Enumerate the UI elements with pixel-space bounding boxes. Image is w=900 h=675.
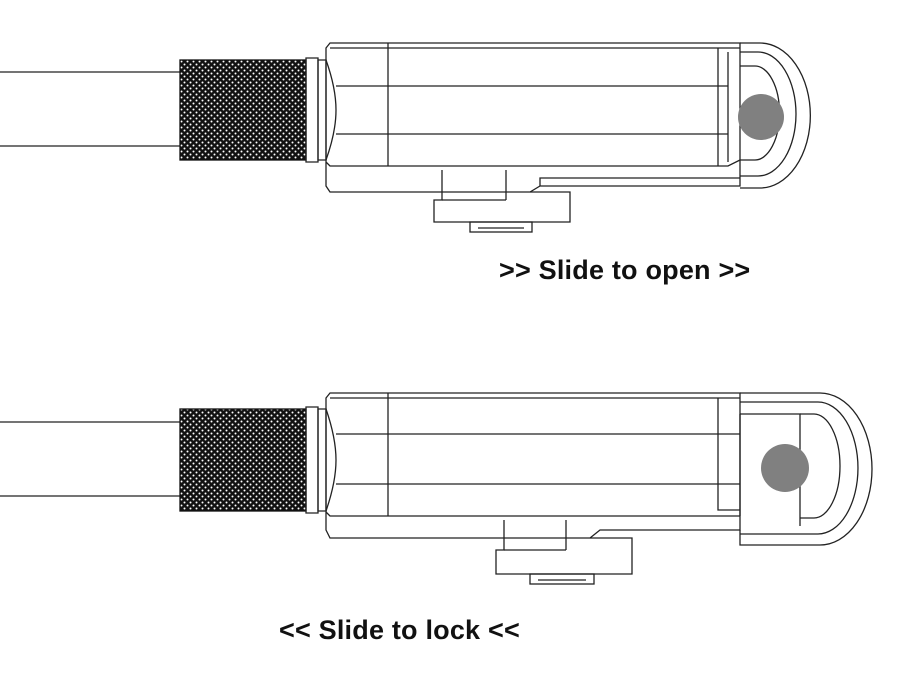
mount-foot	[495, 520, 633, 585]
slide-to-lock-caption: << Slide to lock <<	[279, 615, 520, 645]
collar	[305, 406, 319, 514]
slide-to-open-caption: >> Slide to open >>	[499, 255, 751, 285]
loop	[740, 42, 811, 189]
connector-open	[0, 42, 811, 233]
housing	[325, 392, 741, 539]
mount-foot	[433, 170, 571, 233]
lock-pin	[738, 94, 784, 140]
knurled-grip	[179, 59, 307, 161]
cable	[0, 71, 180, 147]
knurled-grip	[179, 408, 307, 512]
lock-pin	[761, 444, 809, 492]
collar	[305, 57, 319, 163]
cable	[0, 421, 180, 497]
connector-lock	[0, 392, 873, 585]
loop	[739, 392, 873, 546]
